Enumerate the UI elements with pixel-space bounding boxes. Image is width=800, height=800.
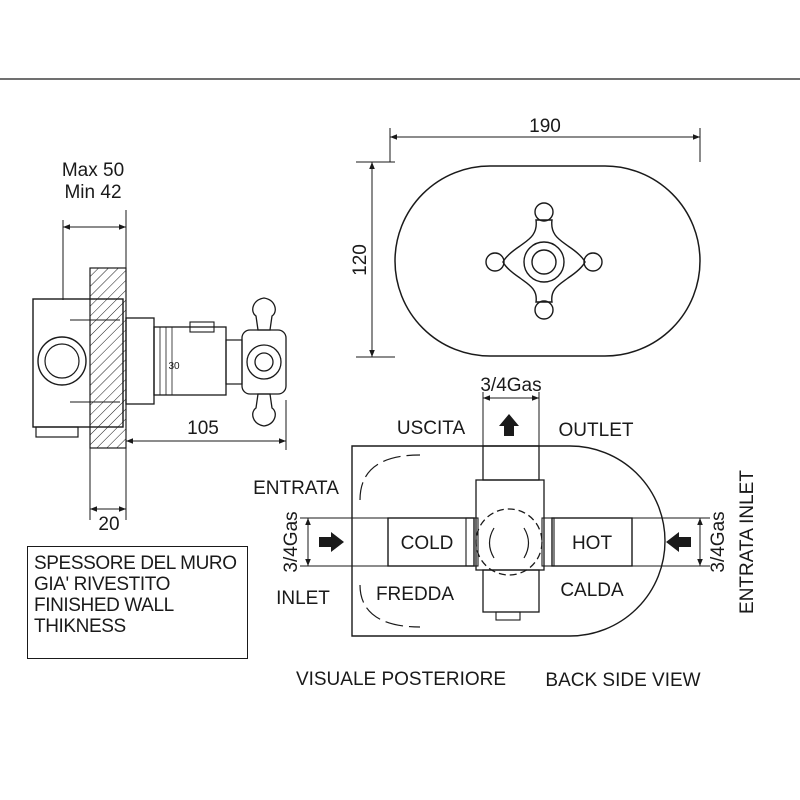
dim-label-190: 190 (529, 116, 561, 137)
scale-mark: 30 (168, 361, 180, 372)
entrata-inlet-right-label: ENTRATA INLET (737, 470, 758, 614)
cold-pipe (387, 517, 475, 567)
cartridge-body (153, 326, 227, 396)
wall-section (89, 267, 127, 449)
calda-label: CALDA (560, 580, 624, 601)
dim-label-min: Min 42 (64, 182, 121, 203)
uscita-label: USCITA (397, 418, 466, 439)
caption-en: BACK SIDE VIEW (545, 670, 700, 691)
outlet-label: OUTLET (559, 420, 634, 441)
fredda-label: FREDDA (376, 584, 454, 605)
back-view (300, 392, 710, 637)
note-line-2: GIA' RIVESTITO (34, 574, 170, 595)
cold-label: COLD (401, 533, 454, 554)
hot-pipe (551, 517, 633, 567)
caption-it: VISUALE POSTERIORE (296, 669, 506, 690)
hot-label: HOT (572, 533, 613, 554)
inlet-arrow-left-icon (319, 532, 344, 552)
inlet-size-right-label: 3/4Gas (708, 511, 729, 572)
inlet-size-left-label: 3/4Gas (281, 511, 302, 572)
cross-handle-side (241, 297, 287, 427)
side-view (32, 210, 287, 520)
outlet-size-label: 3/4Gas (480, 375, 541, 396)
cross-handle-front (485, 202, 603, 320)
dim-label-20: 20 (98, 514, 119, 535)
dim-label-105: 105 (187, 418, 219, 439)
inlet-arrow-right-icon (666, 532, 691, 552)
dim-label-120: 120 (350, 244, 371, 276)
cover-plate (394, 165, 701, 357)
wall-thickness-note: SPESSORE DEL MURO GIA' RIVESTITO FINISHE… (27, 546, 248, 659)
note-line-4: THIKNESS (34, 616, 126, 637)
note-line-3: FINISHED WALL (34, 595, 174, 616)
outlet-arrow-icon (499, 414, 519, 436)
front-view (356, 128, 701, 358)
inlet-left-label: INLET (276, 588, 330, 609)
dim-label-max: Max 50 (62, 160, 124, 181)
note-line-1: SPESSORE DEL MURO (34, 553, 237, 574)
entrata-left-label: ENTRATA (253, 478, 339, 499)
rear-plate-outline (351, 445, 666, 637)
side-inlet-port (37, 336, 87, 386)
